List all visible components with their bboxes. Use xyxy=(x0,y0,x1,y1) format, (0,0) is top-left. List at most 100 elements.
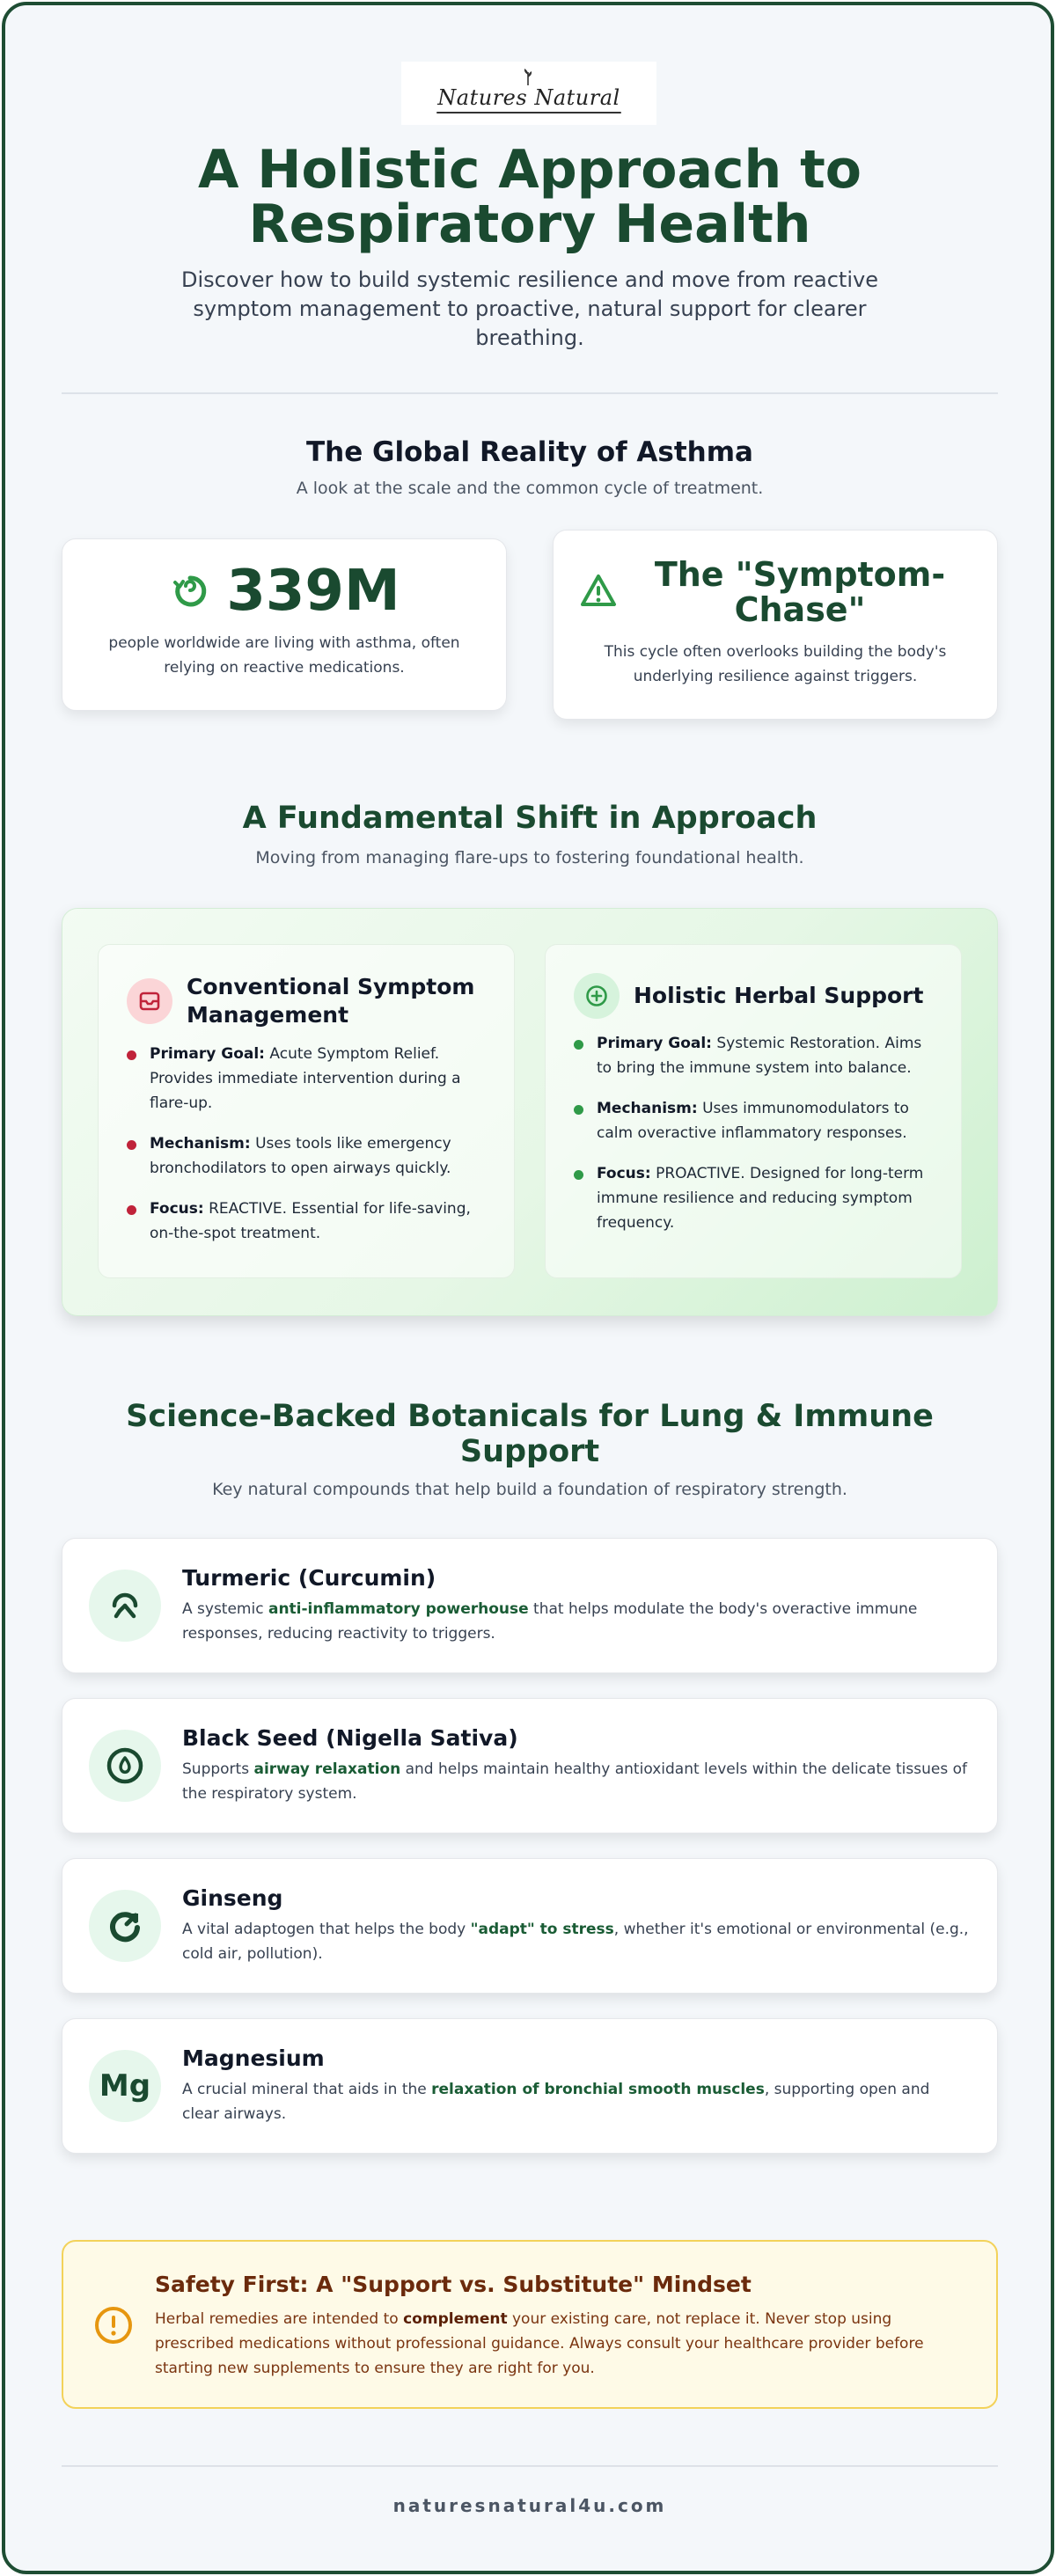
item-text: REACTIVE. Essential for life-saving, on-… xyxy=(150,1200,471,1242)
desc-text: , supporting open and clear airways. xyxy=(182,2081,930,2123)
hero-subtitle: Discover how to build systemic resilienc… xyxy=(181,267,878,350)
stat-description: people worldwide are living with asthma,… xyxy=(108,634,460,677)
bullet-dot xyxy=(127,1050,136,1060)
safety-title: Safety First: A "Support vs. Substitute"… xyxy=(155,2272,752,2297)
bullet-dot xyxy=(574,1170,583,1180)
shift-subtitle: Moving from managing flare-ups to foster… xyxy=(255,848,804,867)
bullet-dot xyxy=(574,1040,583,1050)
seed-icon xyxy=(89,1730,161,1802)
item-text: Systemic Restoration. Aims to bring the … xyxy=(597,1035,922,1077)
brand-logo[interactable]: Natures Natural xyxy=(401,62,656,125)
item-label: Mechanism: xyxy=(150,1135,251,1153)
footer-divider xyxy=(62,2465,998,2467)
botanical-name: Ginseng xyxy=(182,1885,283,1911)
holistic-list: Primary Goal: Systemic Restoration. Aims… xyxy=(574,1031,935,1251)
chase-title-line-2: Chase" xyxy=(734,590,866,629)
title-line-2: Respiratory Health xyxy=(248,194,811,255)
safety-text-pre: Herbal remedies are intended to xyxy=(155,2310,404,2328)
item-text: Uses immunomodulators to calm overactive… xyxy=(597,1100,909,1142)
magnesium-symbol: Mg xyxy=(99,2068,151,2104)
holistic-title: Holistic Herbal Support xyxy=(634,983,924,1008)
symptom-chase-description: This cycle often overlooks building the … xyxy=(604,643,947,685)
sprig-icon xyxy=(524,69,532,85)
conventional-title-line-1: Conventional Symptom xyxy=(187,974,475,999)
botanical-card-black-seed: Black Seed (Nigella Sativa) Supports air… xyxy=(62,1698,998,1833)
botanicals-title-line-2: Support xyxy=(459,1434,600,1469)
item-text: Uses tools like emergency bronchodilator… xyxy=(150,1135,451,1177)
symptom-chase-title: The "Symptom- Chase" xyxy=(624,557,976,627)
desc-text: A crucial mineral that aids in the xyxy=(182,2081,432,2098)
chase-title-line-1: The "Symptom- xyxy=(654,555,946,594)
bullet-dot xyxy=(127,1140,136,1150)
item-label: Primary Goal: xyxy=(597,1035,712,1052)
botanical-description: Supports airway relaxation and helps mai… xyxy=(182,1757,971,1806)
holistic-column: Holistic Herbal Support Primary Goal: Sy… xyxy=(545,944,962,1278)
logo-underline xyxy=(436,112,621,113)
page-title: A Holistic Approach to Respiratory Healt… xyxy=(62,143,998,252)
botanical-card-magnesium: Mg Magnesium A crucial mineral that aids… xyxy=(62,2018,998,2154)
safety-highlight: complement xyxy=(403,2310,508,2328)
botanical-description: A crucial mineral that aids in the relax… xyxy=(182,2077,971,2126)
item-label: Focus: xyxy=(597,1165,651,1182)
alert-circle-icon xyxy=(95,2307,132,2344)
turmeric-root-icon xyxy=(89,1570,161,1642)
desc-highlight: relaxation of bronchial smooth muscles xyxy=(431,2081,765,2098)
safety-text-post: your existing care, not replace it. Neve… xyxy=(155,2310,924,2377)
item-label: Mechanism: xyxy=(597,1100,698,1117)
conventional-column: Conventional Symptom Management Primary … xyxy=(98,944,515,1278)
safety-text: Herbal remedies are intended to compleme… xyxy=(155,2307,943,2381)
magnesium-icon: Mg xyxy=(89,2050,161,2122)
desc-text: A systemic xyxy=(182,1600,268,1618)
conventional-list: Primary Goal: Acute Symptom Relief. Prov… xyxy=(127,1042,488,1262)
desc-text: , whether it's emotional or environmenta… xyxy=(182,1921,969,1963)
plus-circle-icon xyxy=(574,973,620,1019)
list-item: Focus: REACTIVE. Essential for life-savi… xyxy=(127,1197,488,1246)
comparison-panel: Conventional Symptom Management Primary … xyxy=(62,908,998,1316)
global-reality-title: The Global Reality of Asthma xyxy=(306,436,753,468)
section-divider xyxy=(62,392,998,394)
desc-highlight: anti-inflammatory powerhouse xyxy=(268,1600,529,1618)
list-item: Primary Goal: Systemic Restoration. Aims… xyxy=(574,1031,935,1080)
inhaler-icon xyxy=(127,978,172,1024)
holistic-header: Holistic Herbal Support xyxy=(574,973,943,1019)
item-label: Focus: xyxy=(150,1200,204,1218)
conventional-title-line-2: Management xyxy=(187,1002,349,1028)
warning-icon xyxy=(581,574,616,606)
botanical-card-ginseng: Ginseng A vital adaptogen that helps the… xyxy=(62,1858,998,1994)
botanical-name: Turmeric (Curcumin) xyxy=(182,1565,436,1591)
stat-card: 339M people worldwide are living with as… xyxy=(62,538,507,711)
stat-row: 339M xyxy=(62,559,508,624)
conventional-header: Conventional Symptom Management xyxy=(127,973,496,1029)
list-item: Focus: PROACTIVE. Designed for long-term… xyxy=(574,1161,935,1235)
item-text: PROACTIVE. Designed for long-term immune… xyxy=(597,1165,924,1232)
item-text: Acute Symptom Relief. Provides immediate… xyxy=(150,1045,461,1112)
list-item: Primary Goal: Acute Symptom Relief. Prov… xyxy=(127,1042,488,1116)
safety-callout: Safety First: A "Support vs. Substitute"… xyxy=(62,2240,998,2409)
desc-text: that helps modulate the body's overactiv… xyxy=(182,1600,918,1643)
desc-highlight: "adapt" to stress xyxy=(470,1921,614,1938)
item-label: Primary Goal: xyxy=(150,1045,265,1063)
botanicals-title: Science-Backed Botanicals for Lung & Imm… xyxy=(62,1399,998,1469)
footer-site-link[interactable]: naturesnatural4u.com xyxy=(392,2495,667,2516)
botanicals-subtitle: Key natural compounds that help build a … xyxy=(212,1480,847,1499)
list-item: Mechanism: Uses immunomodulators to calm… xyxy=(574,1096,935,1145)
global-reality-subtitle: A look at the scale and the common cycle… xyxy=(296,479,764,498)
shift-title: A Fundamental Shift in Approach xyxy=(242,801,818,836)
desc-text: A vital adaptogen that helps the body xyxy=(182,1921,471,1938)
botanical-description: A vital adaptogen that helps the body "a… xyxy=(182,1917,971,1966)
botanicals-title-line-1: Science-Backed Botanicals for Lung & Imm… xyxy=(126,1399,934,1434)
logo-text: Natures Natural xyxy=(437,85,620,110)
lungs-cycle-icon xyxy=(173,575,207,607)
adapt-arrow-icon xyxy=(89,1890,161,1962)
botanical-card-turmeric: Turmeric (Curcumin) A systemic anti-infl… xyxy=(62,1538,998,1673)
botanical-name: Black Seed (Nigella Sativa) xyxy=(182,1725,518,1751)
conventional-title: Conventional Symptom Management xyxy=(187,973,474,1029)
list-item: Mechanism: Uses tools like emergency bro… xyxy=(127,1131,488,1181)
bullet-dot xyxy=(127,1205,136,1215)
bullet-dot xyxy=(574,1105,583,1115)
symptom-chase-card: The "Symptom- Chase" This cycle often ov… xyxy=(553,530,998,720)
botanical-description: A systemic anti-inflammatory powerhouse … xyxy=(182,1597,971,1646)
title-line-1: A Holistic Approach to xyxy=(197,139,862,201)
botanical-name: Magnesium xyxy=(182,2045,325,2071)
desc-text: Supports xyxy=(182,1760,254,1778)
